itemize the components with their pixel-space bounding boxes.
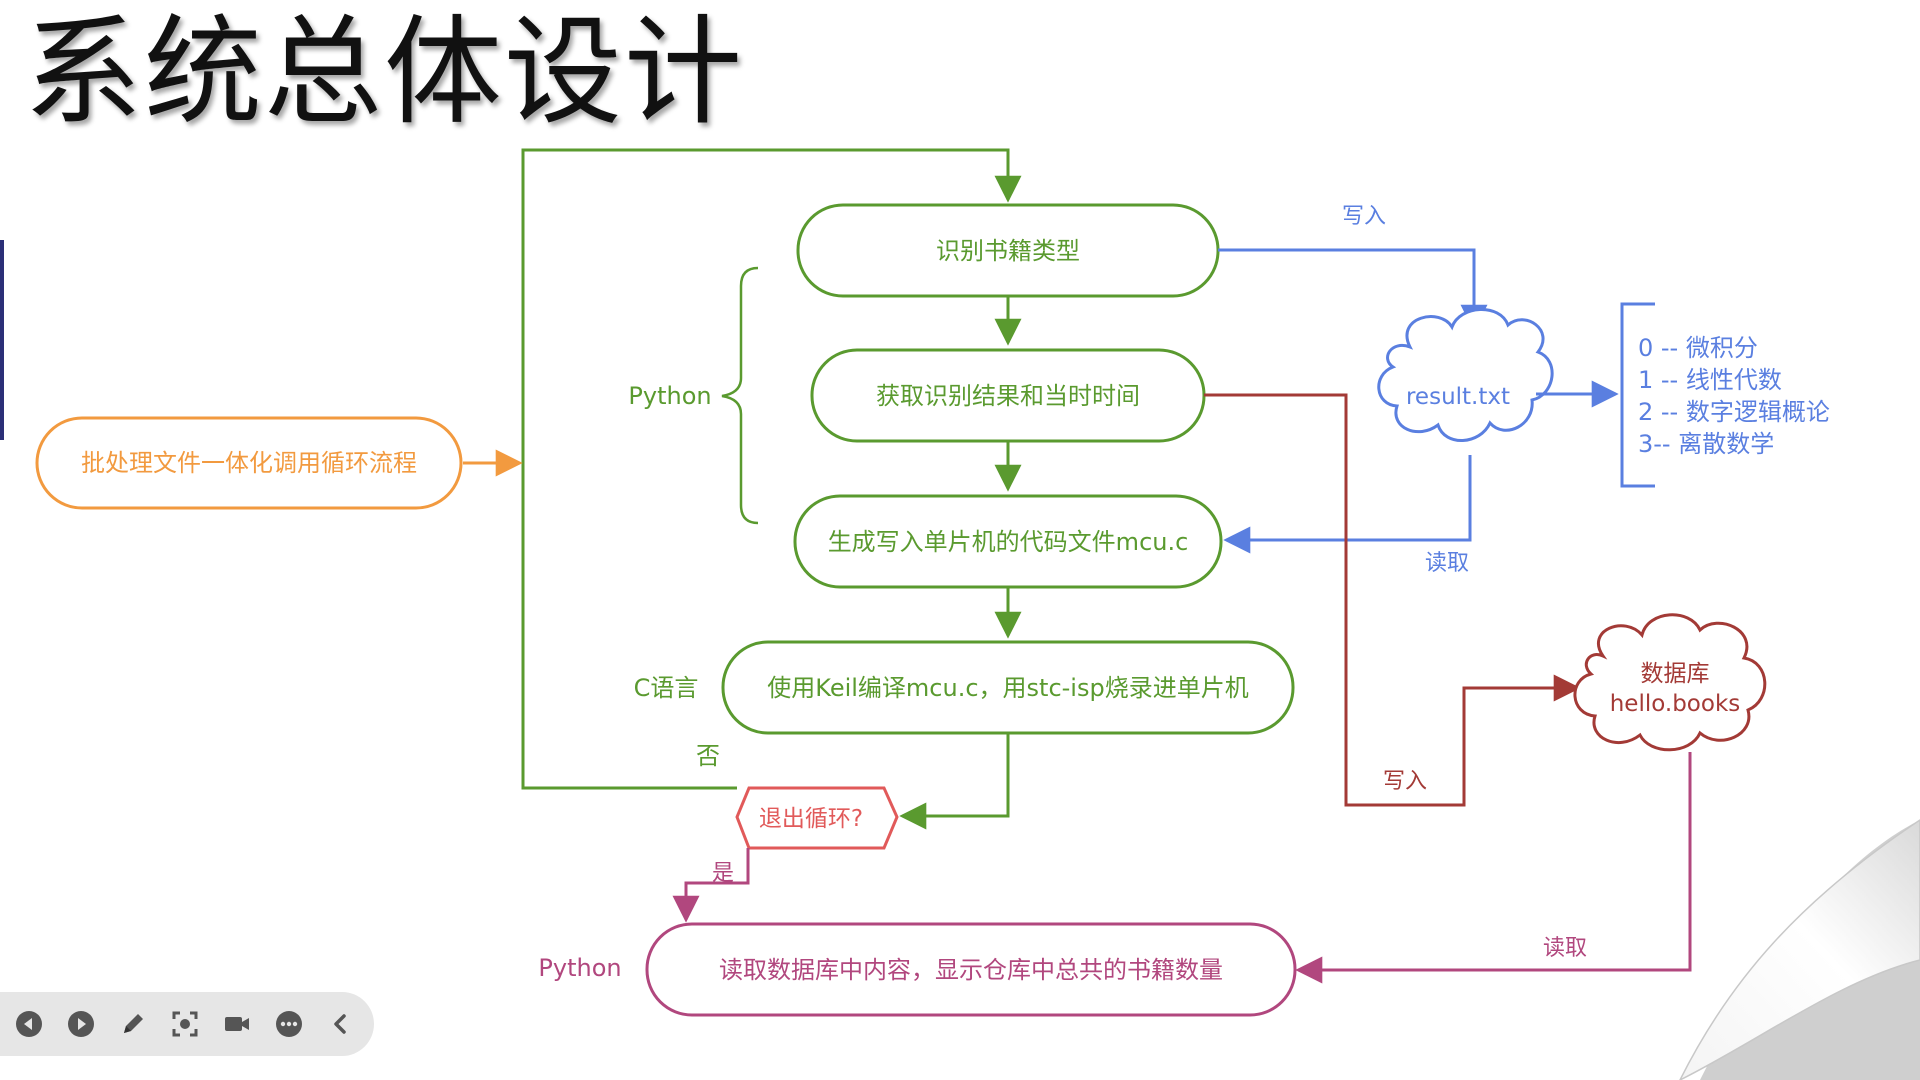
node-batch-loop-label: 批处理文件一体化调用循环流程 <box>81 449 417 477</box>
read-result-edge <box>1223 455 1472 554</box>
pen-icon <box>124 1014 143 1033</box>
read-blue-label: 读取 <box>1425 551 1469 576</box>
edge-compile-to-exit <box>899 733 1010 830</box>
next-slide-button[interactable] <box>66 1009 96 1039</box>
write-result-edge <box>1218 248 1488 332</box>
write-database-edge <box>1204 393 1581 807</box>
database-name-label: 数据库 <box>1641 661 1710 687</box>
category-list: 0 -- 微积分 1 -- 线性代数 2 -- 数字逻辑概论 3-- 离散数学 <box>1638 334 1830 458</box>
yes-edge <box>672 848 750 923</box>
collapse-toolbar-button[interactable] <box>326 1009 356 1039</box>
screenshot-button[interactable] <box>170 1009 200 1039</box>
left-edge-bar <box>0 240 4 440</box>
slide-title: 系统总体设计 <box>24 3 745 141</box>
yes-label: 是 <box>712 861 734 886</box>
node-exit-loop-label: 退出循环? <box>759 806 863 832</box>
node-generate-code[interactable]: 生成写入单片机的代码文件mcu.c <box>793 494 1223 589</box>
node-batch-loop[interactable]: 批处理文件一体化调用循环流程 <box>35 416 463 510</box>
result-file-label: result.txt <box>1406 384 1510 410</box>
node-compile-burn-label: 使用Keil编译mcu.c，用stc-isp烧录进单片机 <box>767 674 1248 702</box>
presentation-toolbar <box>0 992 374 1056</box>
no-label: 否 <box>696 742 720 770</box>
python-brace <box>721 266 759 525</box>
read-purple-label: 读取 <box>1543 936 1587 961</box>
category-item: 2 -- 数字逻辑概论 <box>1638 398 1830 426</box>
prev-slide-button[interactable] <box>14 1009 44 1039</box>
node-get-result-time[interactable]: 获取识别结果和当时时间 <box>810 348 1206 443</box>
node-identify-books[interactable]: 识别书籍类型 <box>796 203 1220 298</box>
database-cloud[interactable]: 数据库 hello.books <box>1573 613 1767 752</box>
camera-button[interactable] <box>222 1009 252 1039</box>
node-identify-books-label: 识别书籍类型 <box>936 237 1080 265</box>
node-read-database[interactable]: 读取数据库中内容，显示仓库中总共的书籍数量 <box>645 922 1297 1017</box>
node-get-result-time-label: 获取识别结果和当时时间 <box>876 382 1140 410</box>
node-exit-loop-decision[interactable]: 退出循环? <box>735 786 899 850</box>
loop-return-edge <box>521 148 1022 790</box>
category-item: 0 -- 微积分 <box>1638 334 1758 362</box>
python-brace-label: Python <box>628 382 711 410</box>
screenshot-icon <box>172 1011 198 1037</box>
python-bottom-label: Python <box>538 954 621 982</box>
camera-icon <box>225 1017 249 1031</box>
node-read-database-label: 读取数据库中内容，显示仓库中总共的书籍数量 <box>719 956 1223 984</box>
node-generate-code-label: 生成写入单片机的代码文件mcu.c <box>828 528 1189 556</box>
category-item: 1 -- 线性代数 <box>1638 366 1782 394</box>
play-icon <box>68 1011 94 1037</box>
categories-bracket <box>1620 302 1655 488</box>
more-options-button[interactable] <box>274 1009 304 1039</box>
more-icon <box>276 1011 302 1037</box>
c-language-label: C语言 <box>634 674 699 702</box>
collapse-icon <box>334 1014 346 1034</box>
result-file-cloud[interactable]: result.txt <box>1377 308 1554 442</box>
node-compile-burn[interactable]: 使用Keil编译mcu.c，用stc-isp烧录进单片机 <box>721 640 1295 735</box>
read-database-edge <box>1295 752 1692 984</box>
write-red-label: 写入 <box>1383 769 1427 794</box>
database-table-label: hello.books <box>1610 691 1741 717</box>
pen-tool-button[interactable] <box>118 1009 148 1039</box>
write-blue-label: 写入 <box>1342 204 1386 229</box>
category-item: 3-- 离散数学 <box>1638 430 1774 458</box>
prev-icon <box>16 1011 42 1037</box>
